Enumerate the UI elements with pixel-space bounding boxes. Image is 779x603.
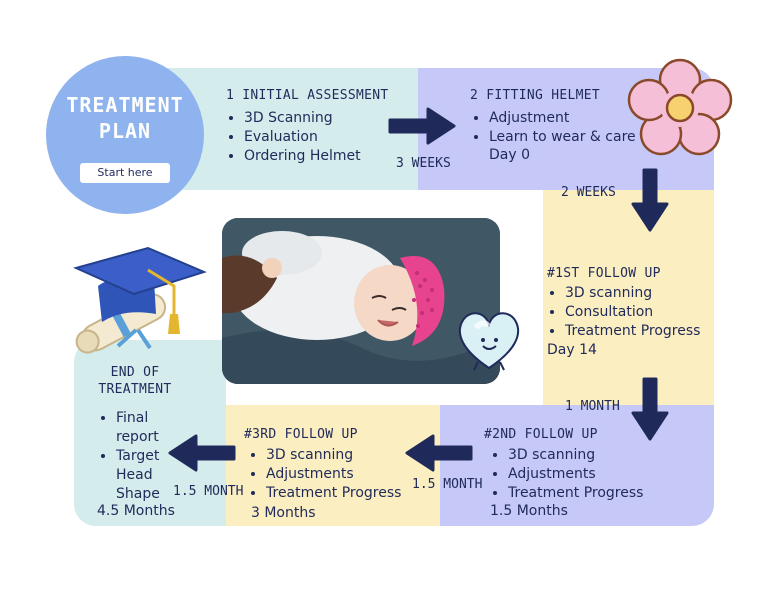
list-item: Final report (116, 409, 176, 447)
day-label: 3 Months (251, 505, 316, 521)
arrow-right-icon (388, 107, 456, 145)
list-item: 3D scanning (565, 284, 700, 303)
page-title: TREATMENT PLAN (66, 93, 184, 143)
graduation-cap-icon (73, 246, 207, 354)
list-item: 3D Scanning (244, 109, 361, 128)
third-follow-up-list: 3D scanning Adjustments Treatment Progre… (250, 446, 401, 503)
day-label: 4.5 Months (97, 503, 175, 519)
initial-assessment-list: 3D Scanning Evaluation Ordering Helmet (228, 109, 361, 166)
panel-third-follow-up (226, 405, 440, 526)
second-follow-up-heading: #2ND FOLLOW UP (484, 427, 598, 442)
end-of-treatment-heading: END OF TREATMENT (98, 365, 172, 397)
second-follow-up-list: 3D scanning Adjustments Treatment Progre… (492, 446, 643, 503)
list-item: Ordering Helmet (244, 147, 361, 166)
initial-assessment-heading: 1 INITIAL ASSESSMENT (226, 88, 389, 103)
list-item: 3D scanning (266, 446, 401, 465)
day-label: Day 14 (547, 342, 597, 358)
panel-second-follow-up (440, 405, 714, 526)
list-item: Treatment Progress (266, 484, 401, 503)
day-label: 1.5 Months (490, 503, 568, 519)
panel-end-of-treatment (74, 340, 226, 526)
first-follow-up-list: 3D scanning Consultation Treatment Progr… (549, 284, 700, 341)
baby-photo (222, 218, 500, 384)
first-follow-up-heading: #1ST FOLLOW UP (547, 266, 661, 281)
day-label: Day 0 (489, 147, 531, 163)
baby-with-helmet-image (222, 218, 500, 384)
duration-label: 3 WEEKS (396, 156, 451, 171)
start-here-badge: Start here (80, 163, 170, 183)
flower-icon (627, 58, 733, 156)
list-item: Adjustment (489, 109, 636, 128)
list-item: Consultation (565, 303, 700, 322)
title-circle (46, 56, 204, 214)
arrow-left-icon (405, 434, 473, 472)
panel-first-follow-up (543, 190, 714, 405)
list-item: Evaluation (244, 128, 361, 147)
duration-label: 2 WEEKS (561, 185, 616, 200)
list-item: Target Head Shape (116, 447, 176, 504)
arrow-down-icon (631, 377, 669, 441)
list-item: Learn to wear & care (489, 128, 636, 147)
arrow-down-icon (631, 168, 669, 232)
fitting-helmet-list: Adjustment Learn to wear & care (473, 109, 636, 147)
arrow-left-icon (168, 434, 236, 472)
list-item: Treatment Progress (565, 322, 700, 341)
fitting-helmet-heading: 2 FITTING HELMET (470, 88, 601, 103)
duration-label: 1.5 MONTH (173, 484, 244, 499)
duration-label: 1.5 MONTH (412, 477, 483, 492)
list-item: Adjustments (508, 465, 643, 484)
list-item: 3D scanning (508, 446, 643, 465)
end-of-treatment-list: Final report Target Head Shape (100, 409, 176, 504)
list-item: Treatment Progress (508, 484, 643, 503)
heart-face-icon (458, 312, 520, 371)
list-item: Adjustments (266, 465, 401, 484)
third-follow-up-heading: #3RD FOLLOW UP (244, 427, 358, 442)
duration-label: 1 MONTH (565, 399, 620, 414)
